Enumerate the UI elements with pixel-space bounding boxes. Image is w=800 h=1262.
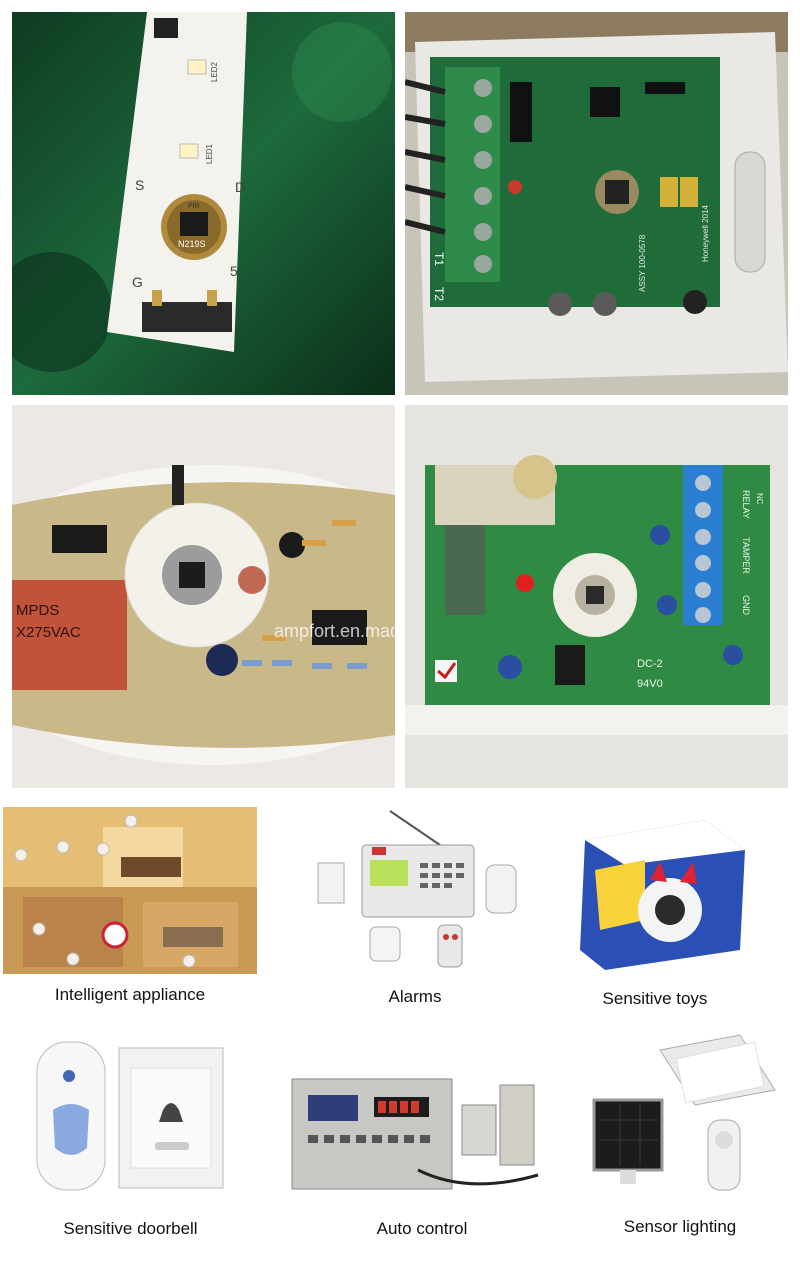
p2-t1-label: T1 (432, 252, 446, 266)
photo-pir-strip-board: N219S PIR LED2 LED1 S D G 5 (12, 12, 395, 395)
caption-intelligent-appliance: Intelligent appliance (54, 985, 206, 1004)
p3-cap2-label: X275VAC (16, 624, 81, 641)
photo-auto-control (288, 1075, 548, 1205)
caption-alarms: Alarms (388, 987, 442, 1006)
p1-led1-label: LED1 (205, 143, 214, 164)
p1-led2-label: LED2 (210, 61, 219, 82)
caption-sensitive-doorbell: Sensitive doorbell (63, 1219, 198, 1238)
photo-intelligent-appliance (3, 807, 257, 974)
p4-94-label: 94V0 (637, 678, 663, 690)
photo-sensitive-toys (575, 810, 750, 970)
photo-alarm-pcb-terminal: RELAY NC TAMPER GND DC-2 94V0 (405, 405, 788, 788)
p4-tamper-label: TAMPER (741, 537, 751, 574)
p2-assy-label: ASSY 100-0578 (638, 234, 647, 292)
p4-gnd-label: GND (741, 595, 751, 616)
p2-t2-label: T2 (432, 287, 446, 301)
photo-sensitive-doorbell (33, 1038, 228, 1198)
p4-dc-label: DC-2 (637, 658, 663, 670)
p1-g-label: G (132, 274, 143, 290)
p2-hw-label: Honeywell 2014 (701, 205, 710, 262)
p1-pir-label: PIR (188, 203, 200, 210)
p1-chip-label: N219S (178, 239, 206, 249)
caption-auto-control: Auto control (376, 1219, 468, 1238)
photo-round-pcb-sensor: MPDS X275VAC ampfort.en.made-in-china.co… (12, 405, 395, 788)
p4-relay-label: RELAY (741, 490, 751, 519)
watermark: ampfort.en.made-in-china.com (274, 621, 395, 641)
photo-sensor-lighting (590, 1030, 780, 1210)
photo-green-pcb-housing: T1 T2 ASSY 100-0578 Honeywell 2014 (405, 12, 788, 395)
p1-s-label: S (135, 177, 144, 193)
p1-d-label: D (235, 179, 245, 195)
p4-nc-label: NC (755, 493, 764, 505)
caption-sensitive-toys: Sensitive toys (602, 989, 708, 1008)
p3-cap-label: MPDS (16, 602, 59, 619)
p1-5-label: 5 (230, 263, 238, 279)
photo-alarms (300, 805, 530, 980)
caption-sensor-lighting: Sensor lighting (623, 1217, 737, 1236)
